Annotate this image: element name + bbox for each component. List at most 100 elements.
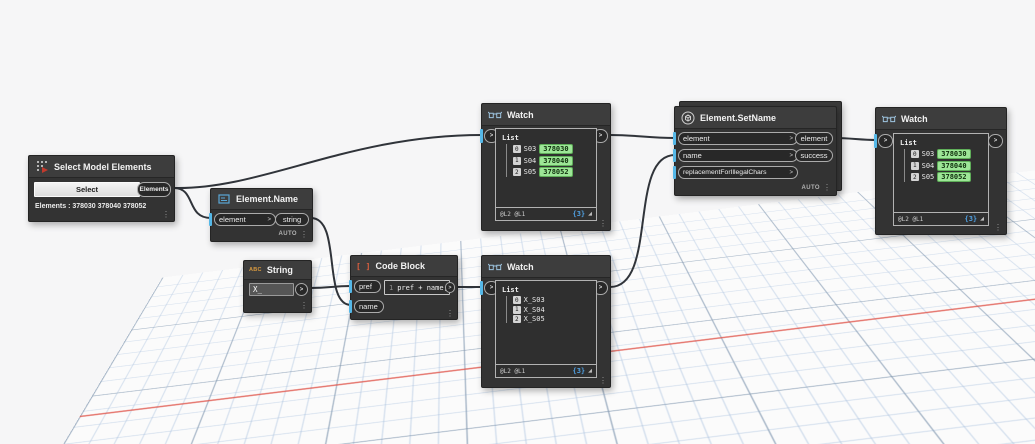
node-header[interactable]: Element.Name [211, 189, 312, 210]
node-element-name[interactable]: Element.Name element > string AUTO ⋮ [209, 188, 313, 242]
string-value-input[interactable] [249, 283, 294, 296]
node-title: Code Block [375, 261, 425, 271]
node-string[interactable]: ABC String > ⋮ [243, 260, 312, 313]
node-menu-icon[interactable]: ⋮ [994, 223, 1002, 232]
chevron-icon[interactable]: > [789, 135, 793, 142]
row-label: S03 [523, 145, 537, 153]
input-port-element[interactable]: element > [678, 132, 798, 145]
node-header[interactable]: [ ] Code Block [351, 256, 457, 277]
watch-output-port[interactable]: > [988, 134, 1003, 148]
node-menu-icon[interactable]: ⋮ [599, 376, 607, 385]
watch-count-badge: {3} [572, 210, 586, 218]
chevron-icon[interactable]: > [789, 169, 793, 176]
chevron-icon[interactable]: > [267, 216, 271, 223]
output-port-elements[interactable]: Elements [137, 182, 171, 197]
node-header[interactable]: Element.SetName [675, 107, 836, 129]
row-index-badge: 1 [513, 156, 521, 165]
row-index-badge: 0 [911, 150, 919, 158]
node-title: Watch [507, 109, 534, 120]
node-watch-bottom[interactable]: Watch > > List 0 X_S03 1 X_S04 [480, 255, 611, 388]
watch-row: 0 S03 378030 [513, 144, 590, 154]
code-line-number: 1 [389, 283, 394, 292]
select-button[interactable]: Select [34, 182, 140, 197]
watch-row: 2 S05 378052 [513, 167, 590, 177]
element-id-chip[interactable]: 378052 [937, 172, 971, 182]
lacing-label[interactable]: AUTO [801, 185, 820, 191]
element-id-chip[interactable]: 378040 [539, 155, 573, 166]
watch-footer: @L2 @L1 {3} ◢ [496, 207, 596, 220]
wire-watch-top-to-setname-element[interactable] [609, 134, 676, 139]
resize-grip-icon[interactable]: ◢ [588, 367, 592, 374]
node-header[interactable]: ABC String [244, 261, 311, 280]
node-code-block[interactable]: [ ] Code Block pref name 1 pref + name; … [349, 255, 458, 320]
node-menu-icon[interactable]: ⋮ [599, 219, 607, 228]
node-menu-icon[interactable]: ⋮ [300, 230, 308, 239]
watch-footer: @L2 @L1 {3} ◢ [894, 212, 988, 225]
watch-levels-label[interactable]: @L2 @L1 [500, 367, 526, 375]
element-id-chip[interactable]: 378030 [539, 144, 573, 154]
output-port-element[interactable]: element [795, 132, 833, 145]
resize-grip-icon[interactable]: ◢ [980, 215, 984, 222]
row-label: S04 [523, 156, 537, 165]
port-label: element [219, 215, 246, 224]
input-port-name[interactable]: name > [678, 149, 798, 162]
watch-input-port[interactable]: > [878, 134, 893, 148]
element-id-chip[interactable]: 378030 [937, 149, 971, 159]
port-connected-marker [209, 213, 212, 226]
element-id-chip[interactable]: 378040 [937, 160, 971, 171]
node-header[interactable]: Watch [876, 108, 1006, 130]
watch-content[interactable]: List 0 S03 378030 1 S04 378040 [893, 133, 989, 226]
input-port-name[interactable]: name [354, 300, 384, 313]
watch-levels-label[interactable]: @L2 @L1 [500, 210, 526, 218]
node-menu-icon[interactable]: ⋮ [162, 210, 170, 219]
output-port-success[interactable]: success [795, 149, 833, 162]
watch-content[interactable]: List 0 X_S03 1 X_S04 2 X_S05 [495, 280, 597, 378]
code-block-output-port[interactable]: > [445, 282, 455, 293]
watch-row: 2 X_S05 [513, 315, 590, 323]
port-label: pref [359, 282, 372, 291]
element-id-chip[interactable]: 378052 [539, 167, 573, 177]
row-index-badge: 0 [513, 296, 521, 304]
wire-string-to-codeblock-pref[interactable] [309, 285, 352, 289]
element-name-icon [217, 192, 231, 206]
input-port-element[interactable]: element > [214, 213, 276, 226]
code-editor[interactable]: 1 pref + name; [384, 280, 450, 295]
node-select-model-elements[interactable]: Select Model Elements Select Elements El… [28, 155, 175, 222]
row-label: X_S03 [523, 296, 545, 304]
port-connected-marker [349, 280, 352, 293]
select-elements-icon [35, 160, 49, 174]
string-abc-icon: ABC [249, 267, 262, 273]
watch-row: 0 X_S03 [513, 296, 590, 304]
string-output-port[interactable]: > [295, 283, 308, 296]
row-label: S05 [921, 173, 935, 181]
row-label: X_S04 [523, 305, 545, 314]
wire-select-to-watch-top[interactable] [173, 134, 483, 190]
resize-grip-icon[interactable]: ◢ [588, 210, 592, 217]
port-connected-marker [673, 149, 676, 162]
node-menu-icon[interactable]: ⋮ [823, 183, 831, 192]
node-element-set-name[interactable]: Element.SetName element > name > replace… [673, 106, 837, 196]
node-header[interactable]: Select Model Elements [29, 156, 174, 178]
row-label: S05 [523, 168, 537, 176]
wire-watch-bottom-to-setname-name[interactable] [609, 154, 676, 288]
watch-count-badge: {3} [572, 367, 586, 375]
node-header[interactable]: Watch [482, 256, 610, 278]
output-port-string[interactable]: string [275, 213, 309, 226]
watch-glasses-icon [488, 260, 502, 274]
wire-elementname-to-codeblock-name[interactable] [310, 217, 352, 306]
watch-levels-label[interactable]: @L2 @L1 [898, 215, 924, 223]
node-watch-top[interactable]: Watch > > List 0 S03 378030 1 [480, 103, 611, 231]
chevron-icon[interactable]: > [789, 152, 793, 159]
input-port-replacement-for-illegal-chars[interactable]: replacementForIllegalChars > [678, 166, 798, 179]
watch-content[interactable]: List 0 S03 378030 1 S04 378040 [495, 128, 597, 221]
input-port-pref[interactable]: pref [354, 280, 381, 293]
node-menu-icon[interactable]: ⋮ [300, 301, 308, 310]
node-menu-icon[interactable]: ⋮ [446, 309, 454, 318]
node-watch-right[interactable]: Watch > > List 0 S03 378030 1 [874, 107, 1007, 235]
node-header[interactable]: Watch [482, 104, 610, 126]
code-text: pref + name; [397, 283, 448, 292]
lacing-label[interactable]: AUTO [278, 231, 297, 237]
row-label: S04 [921, 161, 935, 170]
